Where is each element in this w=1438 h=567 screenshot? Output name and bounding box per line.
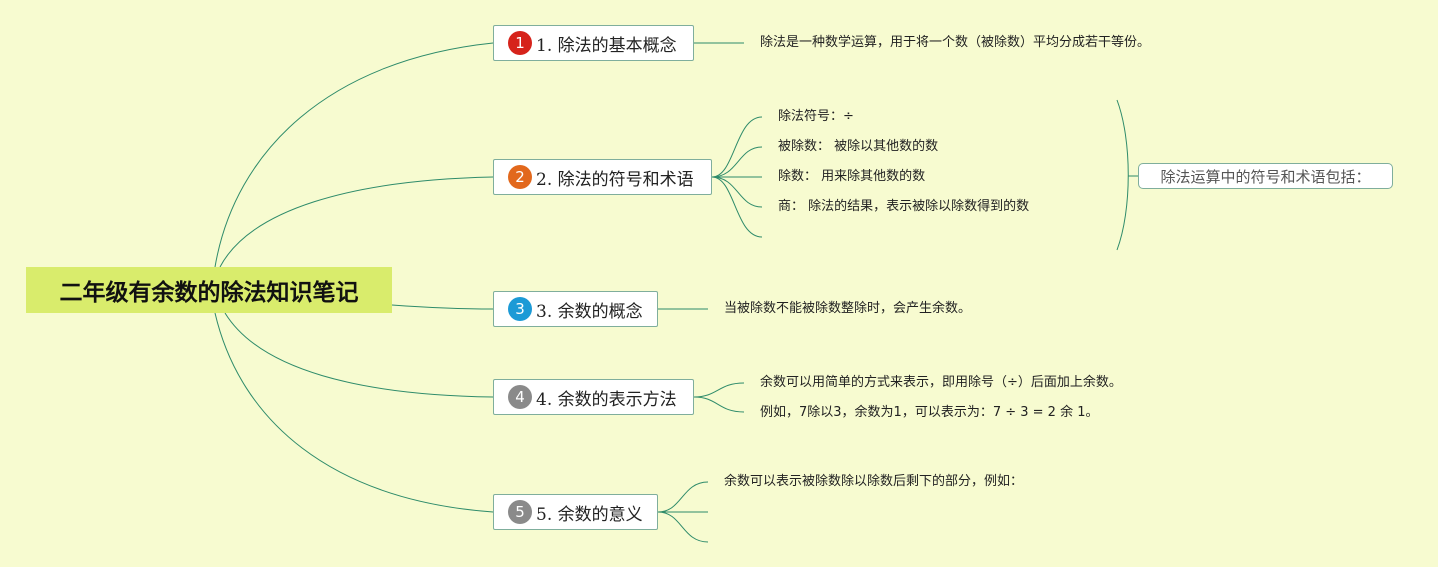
link-topic-2-detail-5 <box>711 176 763 238</box>
topic-3[interactable]: 3 3. 余数的概念 <box>493 291 658 327</box>
link-topic-2-detail-2 <box>711 146 763 178</box>
link-root-topic-3 <box>391 304 494 310</box>
link-topic-2-detail-1 <box>711 116 763 178</box>
topic-2-detail-2[interactable]: 被除数： 被除以其他数的数 <box>778 139 939 154</box>
topic-3-label: 3. 余数的概念 <box>536 301 643 322</box>
topic-2-detail-4[interactable]: 商： 除法的结果，表示被除以除数得到的数 <box>778 199 1030 214</box>
link-root-topic-2 <box>219 176 494 268</box>
number-5-icon: 5 <box>508 500 532 524</box>
topic-5-detail-1[interactable]: 余数可以表示被除数除以除数后剩下的部分，例如： <box>724 474 1024 489</box>
topic-2-detail-3[interactable]: 除数： 用来除其他数的数 <box>778 169 926 184</box>
link-topic-4-detail-2 <box>693 396 745 413</box>
number-3-icon: 3 <box>508 297 532 321</box>
summary-bracket <box>1116 99 1129 251</box>
link-root-topic-1 <box>214 42 494 268</box>
number-1-icon: 1 <box>508 31 532 55</box>
topic-4[interactable]: 4 4. 余数的表示方法 <box>493 379 694 415</box>
summary-callout[interactable]: 除法运算中的符号和术语包括： <box>1138 163 1393 189</box>
topic-3-detail-1[interactable]: 当被除数不能被除数整除时，会产生余数。 <box>724 301 972 316</box>
number-2-icon: 2 <box>508 165 532 189</box>
topic-1[interactable]: 1 1. 除法的基本概念 <box>493 25 694 61</box>
topic-5[interactable]: 5 5. 余数的意义 <box>493 494 658 530</box>
link-topic-5-detail-1 <box>657 481 709 513</box>
root-topic-title[interactable]: 二年级有余数的除法知识笔记 <box>26 267 392 313</box>
topic-4-label: 4. 余数的表示方法 <box>536 389 677 410</box>
topic-2[interactable]: 2 2. 除法的符号和术语 <box>493 159 712 195</box>
topic-5-label: 5. 余数的意义 <box>536 504 643 525</box>
topic-1-label: 1. 除法的基本概念 <box>536 35 677 56</box>
topic-1-detail-1[interactable]: 除法是一种数学运算，用于将一个数（被除数）平均分成若干等份。 <box>760 35 1151 50</box>
link-root-topic-4 <box>224 312 494 398</box>
link-topic-4-detail-1 <box>693 382 745 398</box>
link-topic-2-detail-4 <box>711 176 763 208</box>
topic-2-detail-1[interactable]: 除法符号：÷ <box>778 109 854 124</box>
topic-4-detail-1[interactable]: 余数可以用简单的方式来表示，即用除号（÷）后面加上余数。 <box>760 375 1122 390</box>
topic-4-detail-2[interactable]: 例如，7除以3，余数为1，可以表示为：7 ÷ 3 = 2 余 1。 <box>760 405 1099 420</box>
link-root-topic-5 <box>214 312 494 513</box>
number-4-icon: 4 <box>508 385 532 409</box>
topic-2-label: 2. 除法的符号和术语 <box>536 169 694 190</box>
link-topic-5-detail-3 <box>657 511 709 543</box>
